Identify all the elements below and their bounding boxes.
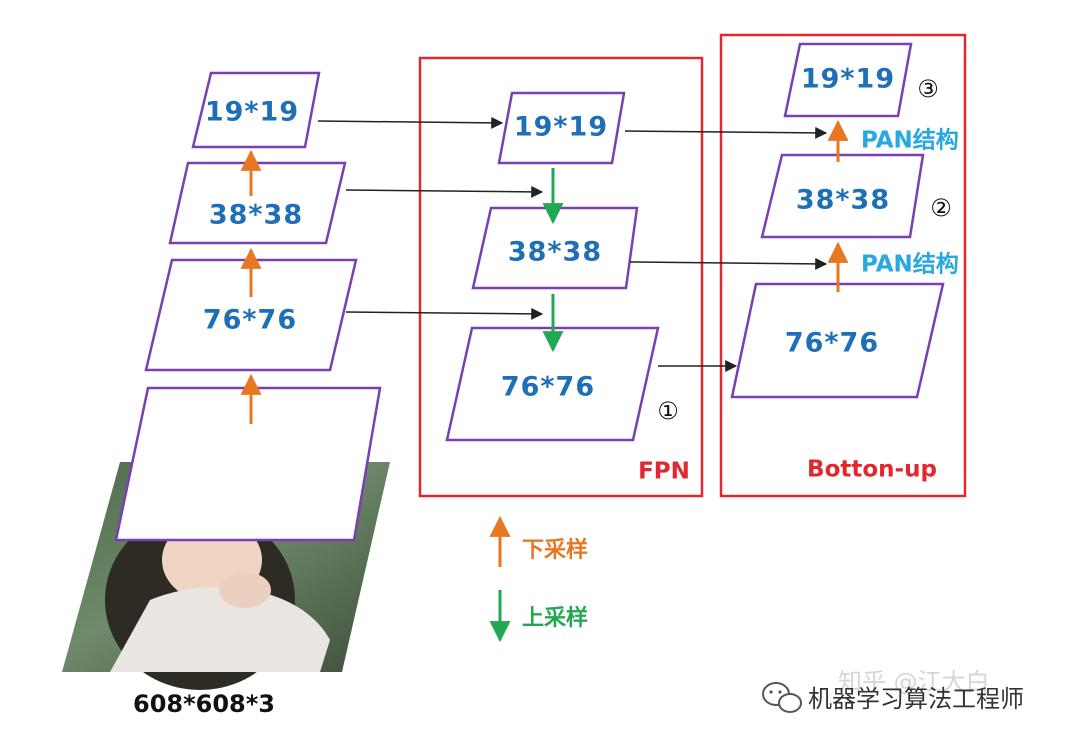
bottom-up-marker-2: ② [930, 194, 952, 222]
pan-label-bottom: PAN结构 [861, 251, 959, 278]
lateral-arrow-b38-fpn38 [345, 185, 544, 198]
backbone-column: 19*19 38*38 76*76 [114, 71, 382, 542]
bottom-up-38-box [760, 153, 925, 239]
fpn-frame [418, 56, 704, 498]
fpn-column: 19*19 38*38 76*76 ① FPN [418, 56, 704, 498]
lateral-arrow-b19-fpn19 [317, 116, 504, 129]
fpn-19-box [497, 91, 626, 165]
bottom-up-19-box [783, 42, 913, 118]
watermark-main-text: 机器学习算法工程师 [808, 685, 1024, 713]
pan-label-top: PAN结构 [861, 127, 959, 154]
bottom-up-marker-3: ③ [917, 75, 939, 103]
bottom-up-76-label: 76*76 [785, 328, 879, 359]
fpn-76-box [445, 326, 660, 442]
bottom-up-frame [719, 33, 967, 498]
bottom-up-76-box [730, 282, 945, 399]
backbone-38-label: 38*38 [209, 200, 303, 231]
fpn-38-label: 38*38 [508, 237, 602, 268]
legend: 下采样 上采样 [489, 515, 588, 643]
bottom-up-38-label: 38*38 [796, 185, 890, 216]
backbone-76-label: 76*76 [203, 305, 297, 336]
backbone-19-label: 19*19 [205, 97, 299, 128]
backbone-76-box [144, 258, 358, 372]
legend-downsample-label: 下采样 [522, 537, 588, 563]
lateral-arrow-b76-fpn76 [345, 307, 544, 320]
fpn-38-box [471, 206, 639, 290]
photo-hand [219, 572, 271, 608]
bottom-up-column: 19*19 38*38 76*76 PAN结构 PAN结构 ③ ② Botton… [719, 33, 967, 498]
bottom-up-title: Botton-up [807, 457, 937, 483]
backbone-38-box [168, 161, 347, 245]
backbone-19-box [191, 71, 321, 149]
watermark-faint-text: 知乎 @江大白 [838, 668, 990, 696]
input-feature-box [114, 386, 382, 542]
legend-upsample-label: 上采样 [522, 605, 588, 631]
photo-sweater [110, 587, 330, 672]
lateral-connections [317, 116, 828, 372]
lateral-arrow-fpn38-pan38 [629, 257, 828, 270]
watermark: 知乎 @江大白 机器学习算法工程师 [762, 668, 1024, 713]
lateral-arrow-fpn19-pan19 [624, 126, 828, 139]
fpn-19-label: 19*19 [514, 112, 608, 143]
fpn-title: FPN [638, 459, 690, 485]
fpn-76-label: 76*76 [501, 372, 595, 403]
fpn-marker-1: ① [657, 397, 679, 425]
input-size-label: 608*608*3 [133, 690, 275, 718]
bottom-up-19-label: 19*19 [801, 64, 895, 95]
wechat-icon [762, 682, 802, 713]
